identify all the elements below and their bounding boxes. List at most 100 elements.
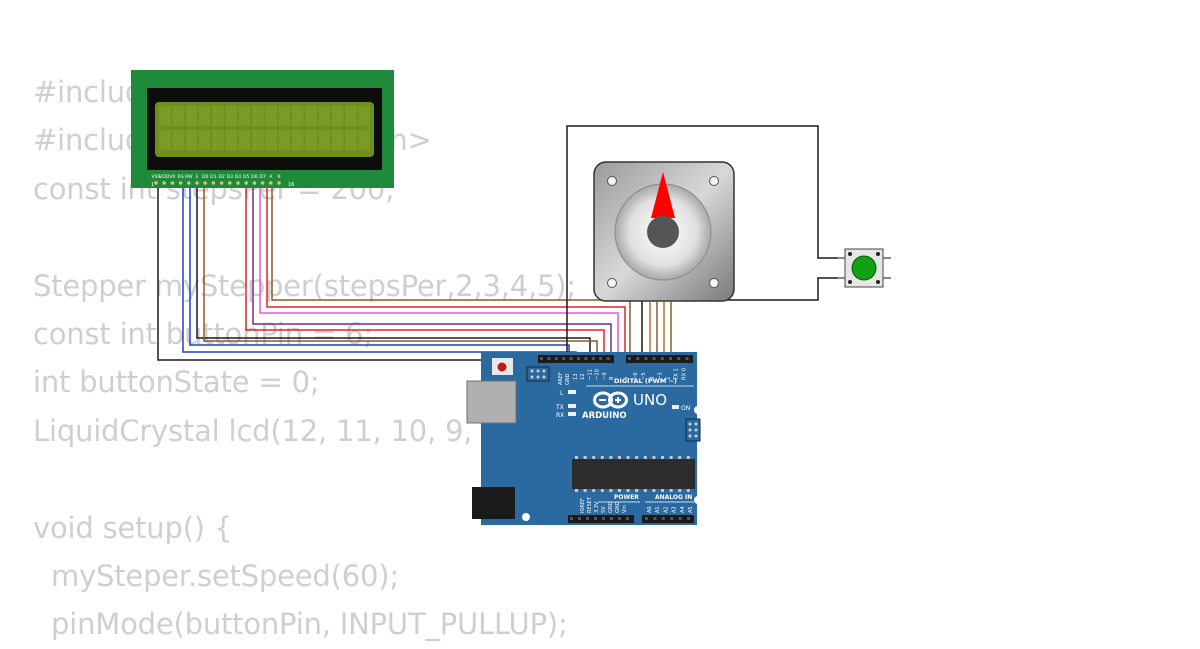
arduino-model: UNO — [633, 391, 667, 409]
analog-pin-label: A3 — [672, 506, 678, 513]
lcd-pin-label: D3 — [227, 174, 234, 180]
digital-pin-label: ~6 — [633, 372, 639, 380]
lcd-cell — [159, 130, 171, 150]
icsp-pin — [530, 375, 534, 379]
header-pin — [569, 357, 573, 360]
lcd-pin — [277, 181, 281, 185]
reset-button[interactable] — [497, 362, 507, 372]
digital-pin-label: ~10 — [595, 369, 601, 380]
aref-label: AREF — [558, 372, 564, 385]
lcd-cell — [265, 130, 277, 150]
analog-pin-label: A5 — [688, 506, 694, 513]
wire-lcd-d6-magenta — [259, 184, 619, 356]
icsp-pin — [542, 375, 546, 379]
lcd-pin — [244, 181, 248, 185]
lcd-pin — [269, 181, 273, 185]
icsp-pin — [694, 434, 698, 438]
chip-leg — [626, 456, 630, 459]
lcd-pin — [211, 181, 216, 185]
lcd-pin — [195, 181, 199, 185]
lcd-cell — [159, 106, 171, 126]
lcd-pins — [154, 181, 281, 185]
chip-leg — [678, 456, 682, 459]
digital-pin-label: 4 — [649, 376, 655, 380]
stepper-screw — [709, 176, 719, 186]
power-jack — [472, 487, 515, 519]
icsp-pin — [688, 428, 692, 432]
lcd-pin — [260, 181, 265, 185]
code-line: mySteper.setSpeed(60); — [33, 558, 399, 593]
icsp-pins — [530, 369, 546, 379]
button-corner — [876, 252, 880, 256]
bottom-pins — [570, 517, 690, 520]
header-pin — [584, 357, 588, 360]
lcd-cell — [212, 130, 224, 150]
power-pin-label: IOREF — [580, 498, 586, 513]
wire-lcd-d-brown — [203, 184, 598, 356]
button-cap[interactable] — [851, 255, 877, 281]
lcd-pin — [228, 181, 232, 185]
analog-pin-label: A1 — [655, 506, 661, 513]
icsp-pin — [536, 375, 540, 379]
digital-pin-label: ~5 — [641, 372, 647, 380]
lcd-pin-label: K — [277, 174, 281, 180]
digital-pin-label: 7 — [625, 377, 631, 380]
icsp-pin — [542, 369, 546, 373]
lcd-cell — [238, 106, 251, 126]
lcd-pin — [178, 181, 183, 185]
digital-pin-label: ~9 — [602, 372, 608, 380]
chip-leg — [686, 489, 690, 492]
lcd-pin-label: D0 — [202, 174, 209, 180]
digital-label: DIGITAL (PWM ~) — [614, 377, 677, 385]
lcd-pin — [219, 181, 224, 185]
chip-leg — [609, 456, 613, 459]
usb-port — [466, 380, 517, 424]
icsp2-pins — [688, 422, 698, 438]
lcd-pin — [252, 181, 257, 185]
power-pin-label: RESET — [587, 496, 593, 513]
code-line: void setup() { — [33, 510, 233, 545]
header-pin — [670, 517, 674, 520]
header-pin — [606, 357, 610, 360]
digital-pin-label: ~11 — [587, 369, 593, 380]
lcd-cell — [358, 106, 370, 126]
power-pin-label: GND — [608, 501, 614, 513]
lcd-cell — [331, 106, 344, 126]
analog-pin-label: A0 — [647, 506, 653, 513]
led-on — [672, 405, 679, 409]
lcd-pin-label: D1 — [210, 174, 217, 180]
lcd-pin-label: D5 — [243, 174, 250, 180]
lcd-cell — [358, 130, 370, 150]
wire-lcd-e — [196, 184, 591, 356]
chip-leg — [643, 456, 647, 459]
wire-lcd-d4-red — [245, 184, 605, 356]
lcd-pin — [203, 181, 207, 185]
lcd-cell — [172, 106, 184, 126]
power-label: POWER — [614, 494, 639, 501]
icsp-pin — [694, 422, 698, 426]
lcd-cell — [292, 130, 304, 150]
chip-leg — [661, 456, 664, 459]
arduino-brand: ARDUINO — [582, 411, 627, 421]
chip-leg — [661, 489, 664, 492]
digital-header-high — [626, 355, 693, 363]
chip-leg — [643, 489, 647, 492]
lcd-cell — [345, 130, 357, 150]
wires — [157, 125, 845, 361]
push-button[interactable] — [838, 248, 891, 288]
header-pin — [547, 357, 551, 360]
lcd-pin-label: E — [196, 174, 199, 180]
button-corner — [848, 280, 852, 284]
lcd-cell — [225, 130, 237, 150]
led-rx — [568, 412, 576, 416]
header-pin — [687, 517, 690, 520]
stepper-screw — [607, 278, 617, 288]
digital-pin-label: 13 — [573, 373, 579, 380]
header-pin — [577, 357, 580, 360]
icsp-pin — [688, 434, 692, 438]
stepper-motor[interactable] — [593, 161, 735, 302]
